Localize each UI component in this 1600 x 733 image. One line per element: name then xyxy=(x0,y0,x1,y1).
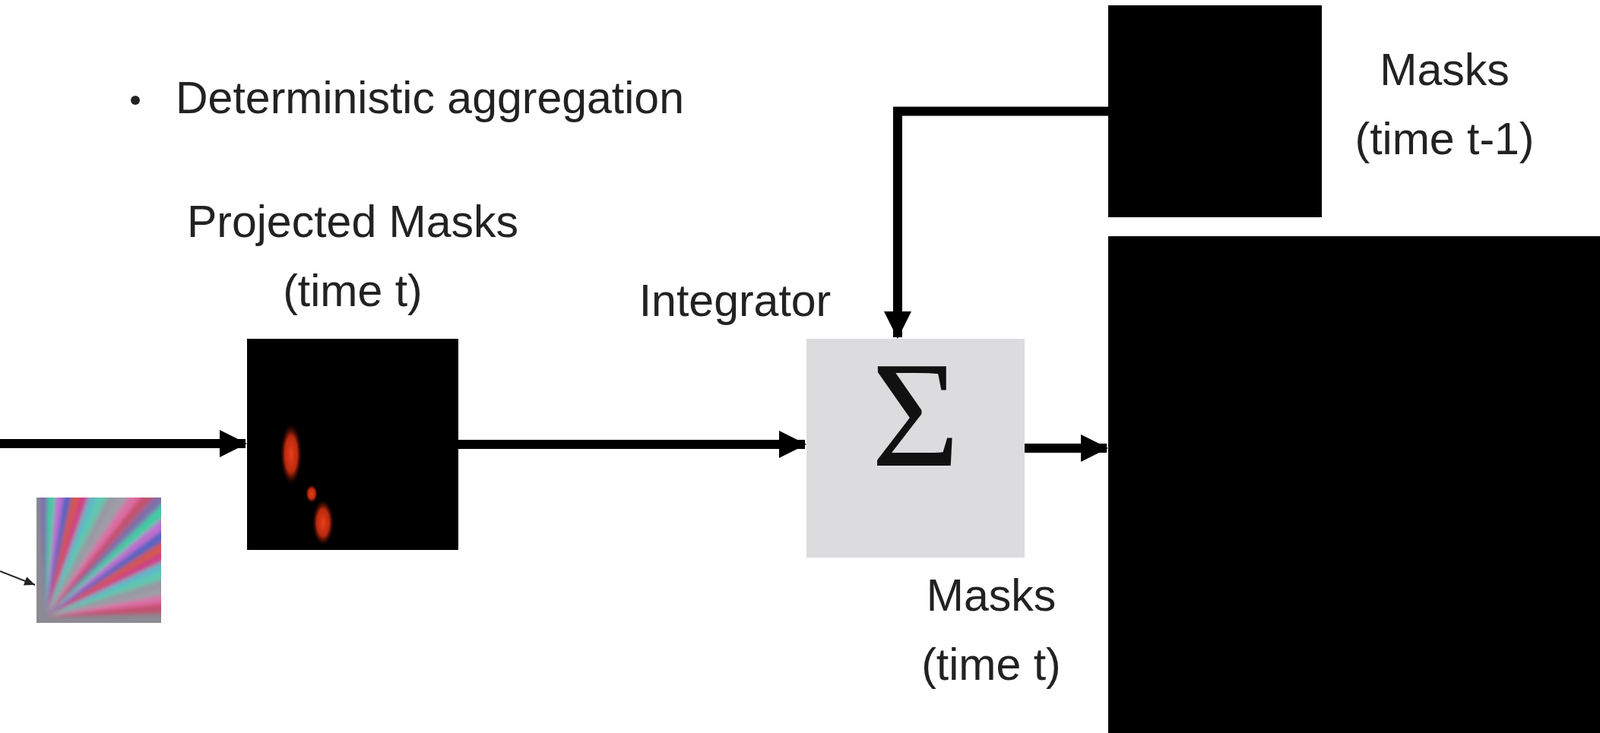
box-heading: Masks (time t) xyxy=(877,561,1106,701)
mask-box: Masks (time t-1) xyxy=(1108,5,1322,218)
integrator-box: IntegratorΣ xyxy=(806,339,1025,558)
flow-arrow xyxy=(897,111,1109,339)
mask-box: Projected Masks (time t) xyxy=(247,339,459,551)
input-arrow xyxy=(0,439,246,449)
sum-symbol: Σ xyxy=(806,339,1025,492)
bullet-text: Deterministic aggregation xyxy=(175,63,860,134)
box-heading: Integrator xyxy=(609,266,861,336)
bullet-dot xyxy=(130,95,140,105)
box-heading: Projected Masks (time t) xyxy=(139,187,566,327)
mask-box: Masks (time t) xyxy=(1108,236,1600,733)
mask-blob xyxy=(305,484,318,504)
mask-blob xyxy=(312,500,334,546)
mask-blob xyxy=(280,424,302,485)
flow-arrow xyxy=(1024,443,1107,454)
flow-image xyxy=(36,497,162,624)
flow-arrow xyxy=(458,440,805,450)
box-heading: Masks (time t-1) xyxy=(1324,35,1565,175)
leader-arrow xyxy=(0,571,35,586)
